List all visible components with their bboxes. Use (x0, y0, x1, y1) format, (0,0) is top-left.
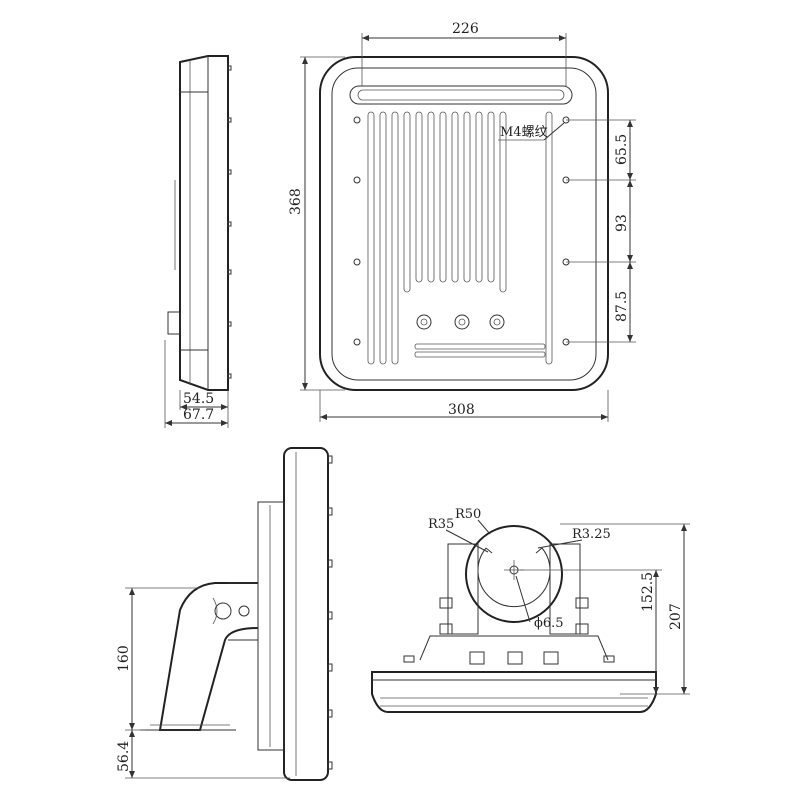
label-r3-25: R3.25 (572, 527, 611, 542)
dim-152-5: 152.5 (640, 572, 656, 612)
dim-160: 160 (116, 645, 132, 672)
label-r35: R35 (428, 517, 454, 532)
mount-side-bolts (327, 455, 333, 770)
mount-front-view: R50 R35 R3.25 ϕ6.5 152.5 207 (371, 507, 690, 713)
mount-side-view: 160 56.4 (116, 447, 333, 781)
front-view: 226 368 308 65.5 93 87.5 M4螺纹 (288, 21, 636, 422)
dim-368: 368 (288, 188, 304, 215)
label-r50: R50 (455, 507, 481, 522)
side-view: 54.5 67.7 (164, 55, 232, 428)
clamp-bolts (439, 597, 589, 635)
dim-226: 226 (452, 21, 479, 37)
label-dia-6-5: ϕ6.5 (534, 616, 564, 631)
base-glands (469, 651, 559, 665)
dim-65-5: 65.5 (614, 134, 630, 165)
dim-207: 207 (668, 603, 684, 630)
dim-87-5: 87.5 (614, 291, 630, 322)
side-bolts (227, 65, 232, 379)
cable-glands (416, 314, 505, 330)
dim-93: 93 (614, 214, 630, 232)
dim-54-5: 54.5 (183, 391, 214, 407)
thread-note: M4螺纹 (500, 125, 548, 140)
dim-56-4: 56.4 (116, 741, 132, 772)
dim-308: 308 (448, 402, 475, 418)
dim-67-7: 67.7 (183, 407, 214, 423)
heatsink-fins (367, 111, 553, 365)
